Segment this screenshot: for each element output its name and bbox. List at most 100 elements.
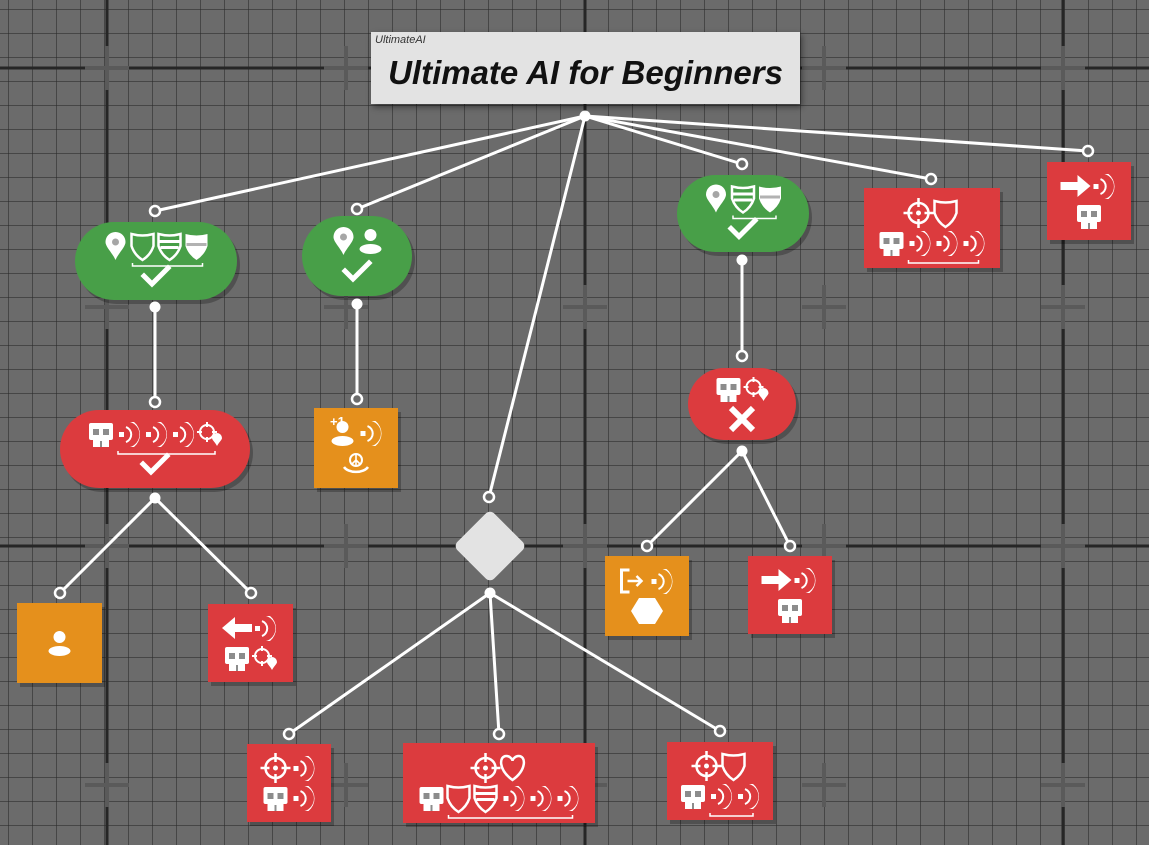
pin-hole (712, 191, 720, 198)
input-port-r9[interactable] (713, 724, 727, 738)
input-port-r3[interactable] (148, 395, 162, 409)
input-port-sel[interactable] (482, 490, 496, 504)
node-r9[interactable] (667, 742, 776, 824)
skull-eye (893, 238, 900, 244)
skull-eye (267, 793, 274, 799)
sound-wave (717, 788, 725, 805)
cross-bar-v (105, 285, 109, 329)
skull-eye (433, 793, 440, 799)
node-o3[interactable] (605, 556, 692, 640)
node-r2[interactable] (1047, 162, 1134, 244)
node-body[interactable] (60, 410, 250, 488)
node-r3[interactable] (60, 410, 253, 492)
cross-bar-v (822, 46, 826, 90)
node-body[interactable] (247, 744, 331, 822)
input-port-g1[interactable] (148, 204, 162, 218)
node-body[interactable] (667, 742, 773, 820)
input-port-r5[interactable] (244, 586, 258, 600)
skull-jaw (423, 804, 440, 811)
node-r7[interactable] (247, 744, 334, 826)
output-port-root[interactable] (579, 110, 591, 122)
grid-cross-marker (324, 763, 368, 807)
link-sel-r8 (488, 591, 501, 736)
skull-jaw (685, 802, 701, 809)
node-g1[interactable] (75, 222, 240, 304)
output-port-sel[interactable] (484, 587, 496, 599)
node-body[interactable] (688, 368, 796, 440)
sound-source (711, 794, 716, 799)
input-port-r8[interactable] (492, 727, 506, 741)
node-r6[interactable] (748, 556, 835, 638)
sound-wave (510, 790, 517, 807)
input-port-o2[interactable] (53, 586, 67, 600)
node-r5[interactable] (208, 604, 296, 686)
shield-stripe (159, 240, 180, 243)
output-port-g3[interactable] (736, 254, 748, 266)
skull-eye (1091, 211, 1097, 217)
nodes-layer: +1 (17, 162, 1134, 827)
node-r8[interactable] (403, 743, 598, 827)
peace-base (342, 466, 370, 474)
target-crosshair (252, 646, 272, 666)
node-body[interactable] (302, 216, 412, 296)
node-g3[interactable] (677, 175, 812, 256)
shield-stripe (160, 246, 179, 249)
output-port-g2[interactable] (351, 298, 363, 310)
skull-eye (239, 653, 245, 659)
output-port-r3[interactable] (149, 492, 161, 504)
skull-icon (89, 423, 113, 447)
selector-diamond[interactable] (453, 509, 527, 583)
sound-wave (537, 790, 544, 807)
group-bracket (447, 815, 574, 819)
node-o1[interactable]: +1 (314, 408, 401, 492)
cross-bar-v (344, 285, 348, 329)
skull-eye (730, 384, 737, 390)
node-r4[interactable] (688, 368, 799, 444)
node-r1[interactable] (864, 188, 1003, 272)
skull-cranium (419, 787, 444, 804)
sound-wave (179, 426, 187, 443)
input-port-r2[interactable] (1081, 144, 1095, 158)
skull-eye (883, 238, 890, 244)
shield-half-icon (730, 184, 756, 214)
player-base (48, 646, 71, 656)
root-title-node[interactable]: UltimateAI Ultimate AI for Beginners (371, 32, 800, 104)
input-port-g3[interactable] (735, 157, 749, 171)
sound-icon (651, 569, 673, 594)
node-body[interactable] (75, 222, 237, 300)
link-r3-o2 (58, 496, 157, 595)
node-body[interactable] (314, 408, 398, 488)
arrow-right-icon (1060, 175, 1091, 197)
player-head (336, 421, 349, 433)
input-port-r7[interactable] (282, 727, 296, 741)
output-port-r4[interactable] (736, 445, 748, 457)
skull-jaw (720, 395, 737, 402)
input-port-r4[interactable] (735, 349, 749, 363)
skull-icon (225, 647, 249, 671)
input-port-r1[interactable] (924, 172, 938, 186)
node-g2[interactable] (302, 216, 415, 300)
sound-icon (936, 231, 958, 256)
target-icon (470, 753, 501, 783)
player-head (364, 229, 377, 241)
node-sel[interactable] (453, 509, 527, 583)
node-body[interactable] (208, 604, 293, 682)
shield-outline (130, 232, 155, 262)
input-port-g2[interactable] (350, 202, 364, 216)
node-o2[interactable] (17, 603, 105, 687)
shield-icon (446, 784, 471, 814)
sound-icon (119, 422, 141, 447)
output-port-g1[interactable] (149, 301, 161, 313)
input-port-o3[interactable] (640, 539, 654, 553)
input-port-o1[interactable] (350, 392, 364, 406)
sound-source (173, 432, 178, 437)
target-pin-icon (252, 646, 277, 670)
arrow-right-icon (761, 569, 792, 591)
skull-eye (229, 653, 235, 659)
shield-outline (157, 232, 182, 262)
shield-outline (473, 784, 498, 814)
skull-cranium (879, 232, 904, 249)
input-port-r6[interactable] (783, 539, 797, 553)
